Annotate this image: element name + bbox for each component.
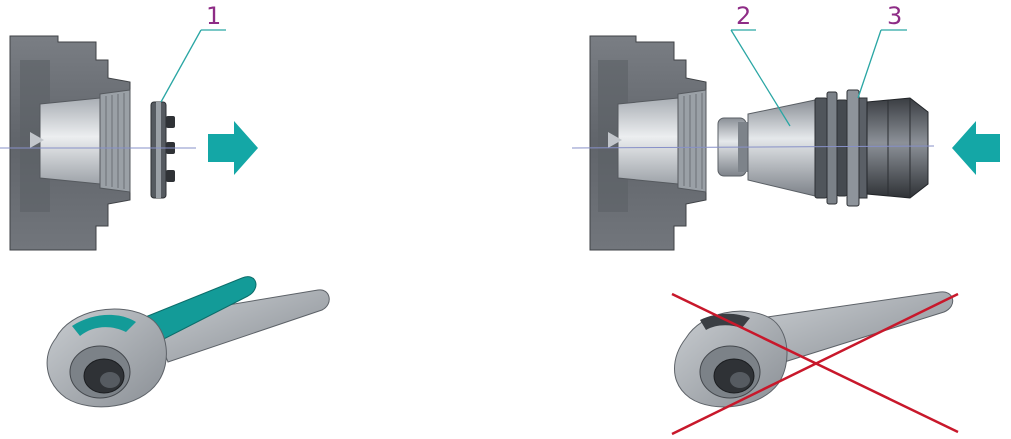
spindle-housing-left	[9, 35, 131, 251]
callout-1: 1	[160, 2, 226, 103]
arrow-right-icon	[208, 121, 258, 175]
collet-nut	[866, 97, 929, 199]
spindle-housing-right	[589, 35, 707, 251]
wrench-correct	[46, 276, 330, 408]
wrench-incorrect	[674, 291, 954, 408]
callout-number-3: 3	[887, 2, 902, 30]
collar-part-3	[814, 89, 868, 207]
arrow-left-icon	[952, 121, 1000, 175]
center-axis-right	[571, 145, 935, 149]
callout-number-1: 1	[206, 2, 221, 30]
callout-3: 3	[857, 2, 907, 99]
tool-holder-part-2	[717, 99, 816, 197]
disc-part-1	[150, 101, 175, 199]
callout-number-2: 2	[736, 2, 751, 30]
callout-2: 2	[730, 2, 791, 127]
cross-out-mark	[671, 292, 959, 436]
